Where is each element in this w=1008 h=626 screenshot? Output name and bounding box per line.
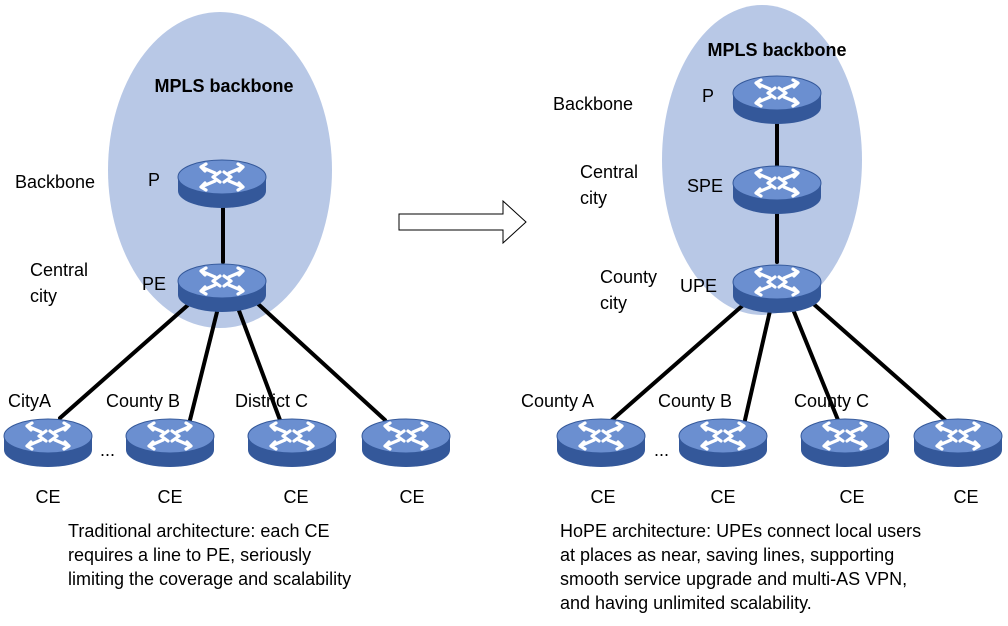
right-level-central-1: Central [580, 162, 638, 182]
left-caption-line-3: limiting the coverage and scalability [68, 569, 351, 589]
right-router-spe-label: SPE [687, 176, 723, 196]
left-level-central-2: city [30, 286, 57, 306]
right-links [610, 113, 947, 422]
right-site-label-3: County C [794, 391, 869, 411]
right-ce-label-2: CE [710, 487, 735, 507]
left-cloud-title: MPLS backbone [154, 76, 293, 96]
left-ce-label-4: CE [399, 487, 424, 507]
left-ce-label-1: CE [35, 487, 60, 507]
right-level-county-2: city [600, 293, 627, 313]
right-site-label-1: County A [521, 391, 594, 411]
link-pe-ce2 [188, 298, 222, 422]
left-level-central-1: Central [30, 260, 88, 280]
right-caption-line-2: at places as near, saving lines, support… [560, 545, 894, 565]
link-upe-ce2 [743, 300, 774, 422]
link-pe-ce3 [233, 298, 282, 422]
right-router-upe-label: UPE [680, 276, 717, 296]
right-level-county-1: County [600, 267, 657, 287]
right-ce-router-1 [555, 417, 647, 469]
left-router-pe-label: PE [142, 274, 166, 294]
left-diagram: MPLS backbone Backbone Central city P PE… [2, 12, 452, 589]
right-ellipsis: ... [654, 440, 669, 460]
right-caption-line-1: HoPE architecture: UPEs connect local us… [560, 521, 921, 541]
right-ce-label-4: CE [953, 487, 978, 507]
left-caption-line-2: requires a line to PE, seriously [68, 545, 311, 565]
right-router-upe [731, 263, 823, 315]
right-ce-router-2 [677, 417, 769, 469]
left-ce-router-2 [124, 417, 216, 469]
left-router-pe [176, 262, 268, 314]
left-level-backbone: Backbone [15, 172, 95, 192]
left-caption-line-1: Traditional architecture: each CE [68, 521, 329, 541]
left-ce-label-2: CE [157, 487, 182, 507]
right-ce-label-1: CE [590, 487, 615, 507]
right-caption-line-3: smooth service upgrade and multi-AS VPN, [560, 569, 907, 589]
right-level-central-2: city [580, 188, 607, 208]
right-diagram: MPLS backbone Backbone Central city Coun… [521, 5, 1004, 613]
right-ce-label-3: CE [839, 487, 864, 507]
right-cloud-title: MPLS backbone [707, 40, 846, 60]
left-site-label-1: CityA [8, 391, 51, 411]
right-router-spe [731, 164, 823, 216]
left-ce-label-3: CE [283, 487, 308, 507]
right-ce-router-3 [799, 417, 891, 469]
right-level-backbone: Backbone [553, 94, 633, 114]
right-router-p-label: P [702, 86, 714, 106]
left-links [58, 194, 387, 422]
right-arrow-icon [398, 199, 527, 245]
link-upe-ce4 [798, 290, 947, 422]
left-site-label-3: District C [235, 391, 308, 411]
right-site-label-2: County B [658, 391, 732, 411]
left-router-p-label: P [148, 170, 160, 190]
right-ce-router-4 [912, 417, 1004, 469]
left-ce-router-4 [360, 417, 452, 469]
left-ellipsis: ... [100, 440, 115, 460]
right-router-p [731, 74, 823, 126]
link-pe-ce1 [58, 288, 207, 420]
link-upe-ce3 [788, 300, 840, 422]
left-router-p [176, 158, 268, 210]
left-ce-router-3 [246, 417, 338, 469]
link-pe-ce4 [243, 290, 387, 422]
left-ce-router-1 [2, 417, 94, 469]
right-caption-line-4: and having unlimited scalability. [560, 593, 812, 613]
left-site-label-2: County B [106, 391, 180, 411]
link-upe-ce1 [610, 290, 760, 422]
